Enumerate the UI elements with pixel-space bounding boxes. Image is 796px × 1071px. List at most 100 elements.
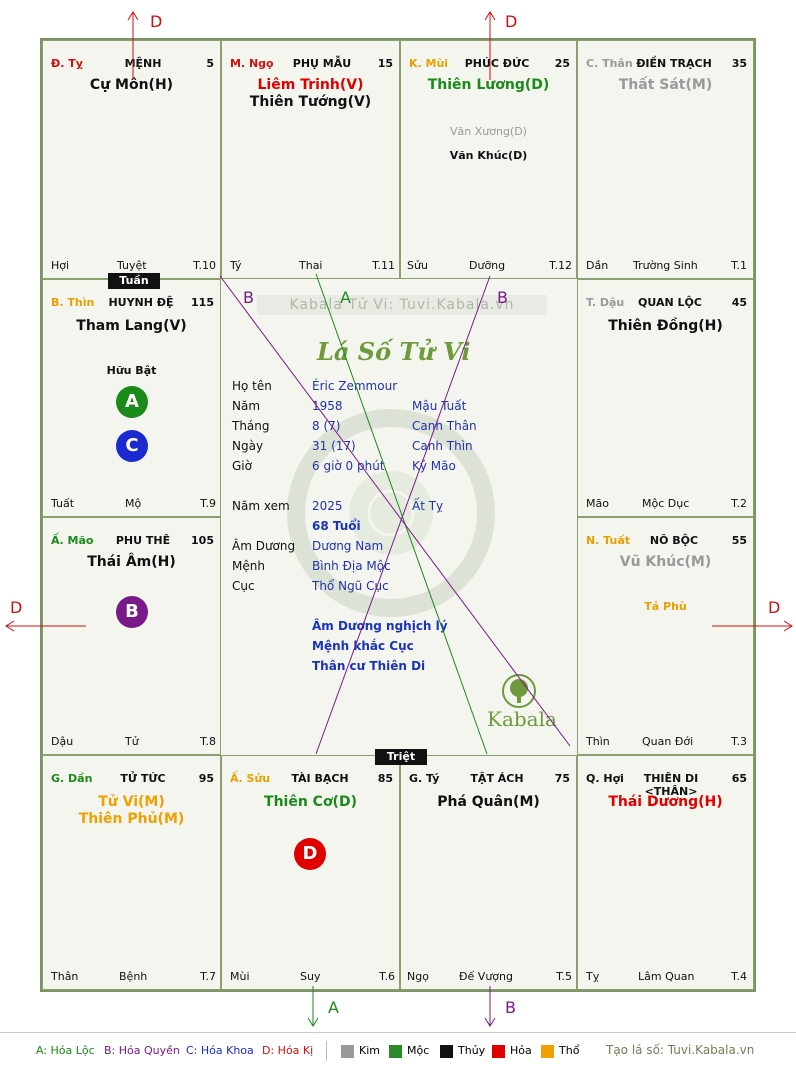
main-star: Tham Lang(V) [76,318,187,334]
element-swatch-kim [341,1045,354,1058]
element-swatch-hoa [492,1045,505,1058]
value-am-duong: Dương Nam [312,539,384,553]
label-ho-ten: Họ tên [232,379,272,393]
palace-tai-bach: Ấ. Sửu TÀI BẠCH 85 Thiên Cơ(D) D Mùi Suy… [221,755,400,990]
site-link[interactable]: Tạo lá số: Tuvi.Kabala.vn [606,1043,755,1057]
palace-month: T.6 [379,970,395,983]
value-nam-xem-can: Ất Tỵ [412,499,444,513]
palace-month: T.9 [200,497,216,510]
palace-no-boc: N. Tuất NÔ BỘC 55 Vũ Khúc(M) Tả Phù Thìn… [577,517,754,755]
palace-phuc-duc: K. Mùi PHÚC ĐỨC 25 Thiên Lương(D) Văn Xư… [400,40,577,279]
element-swatch-thuy [440,1045,453,1058]
palace-number: 5 [206,57,214,70]
palace-can: T. Dậu [586,296,625,309]
legend-bar: A: Hóa Lộc B: Hóa Quyền C: Hóa Khoa D: H… [0,1032,796,1071]
palace-name: QUAN LỘC [638,296,702,309]
badge-hoa-quyen: B [116,596,148,628]
line-label-a: A [340,288,351,307]
minor-star: Hữu Bật [106,364,157,377]
main-star: Thất Sát(M) [618,77,713,93]
palace-number: 65 [731,772,747,785]
main-star: Thiên Tướng(V) [249,94,372,110]
value-nam: 1958 [312,399,343,413]
value-tuoi: 68 Tuổi [312,519,361,533]
palace-name: HUYNH ĐỆ [108,296,174,309]
palace-name: MỆNH [124,57,162,70]
palace-can: C. Thân [586,57,633,70]
legend-hoa-ki: D: Hóa Kị [262,1044,314,1057]
palace-can: K. Mùi [409,57,449,70]
value-nam-xem: 2025 [312,499,343,513]
palace-month: T.3 [731,735,747,748]
chart-title: Lá Số Tử Vi [317,337,471,366]
palace-branch: Ngọ [407,970,429,983]
palace-name: PHU THÊ [115,534,171,547]
palace-number: 55 [731,534,747,547]
label-menh: Mệnh [232,559,265,573]
palace-can: G. Tý [409,772,440,785]
arrow-label-a: A [328,998,339,1017]
badge-hoa-loc: A [116,386,148,418]
palace-tat-ach: G. Tý TẬT ÁCH 75 Phá Quân(M) Ngọ Đế Vượn… [400,755,577,990]
label-am-duong: Âm Dương [232,539,296,553]
palace-name: PHÚC ĐỨC [464,57,530,70]
palace-phu-the: Ấ. Mão PHU THÊ 105 Thái Âm(H) B Dậu Tử T… [42,517,221,755]
minor-star: Văn Khúc(D) [449,149,528,162]
palace-stage: Đế Vượng [459,970,513,983]
palace-quan-loc: T. Dậu QUAN LỘC 45 Thiên Đồng(H) Mão Mộc… [577,279,754,517]
palace-month: T.8 [200,735,216,748]
palace-number: 15 [377,57,393,70]
palace-stage: Dưỡng [469,259,506,272]
line-label-b: B [497,288,508,307]
legend-hoa-quyen: B: Hóa Quyền [104,1044,180,1057]
palace-stage: Quan Đới [642,735,694,748]
palace-branch: Mùi [230,970,250,983]
palace-number: 35 [731,57,747,70]
label-nam: Năm [232,399,261,413]
palace-number: 75 [554,772,570,785]
palace-huynh-de: B. Thìn HUYNH ĐỆ 115 Tham Lang(V) Hữu Bậ… [42,279,221,517]
palace-name: TÀI BẠCH [291,772,349,785]
arrow-label-d: D [10,598,23,617]
label-thang: Tháng [232,419,270,433]
minor-star: Văn Xương(D) [450,125,527,138]
palace-stage: Tử [125,735,139,748]
palace-menh: Đ. Tỵ MỆNH 5 Cự Môn(H) Hợi Tuyệt T.10 [42,40,221,279]
main-star: Tử Vi(M) [98,794,165,810]
arrow-label-d: D [150,12,163,31]
palace-branch: Mão [586,497,609,510]
legend-hoa: Hỏa [510,1044,532,1057]
palace-branch: Hợi [51,259,70,272]
main-star: Thiên Cơ(D) [264,794,357,810]
palace-can: B. Thìn [51,296,95,309]
palace-month: T.12 [549,259,572,272]
legend-hoa-khoa: C: Hóa Khoa [186,1044,254,1057]
triet-tag: Triệt [375,749,427,765]
palace-stage: Trường Sinh [633,259,698,272]
palace-branch: Dần [586,259,609,272]
palace-can: N. Tuất [586,534,631,547]
label-gio: Giờ [232,459,252,473]
center-info: Kabala Tử Vi: Tuvi.Kabala.vn Lá Số Tử Vi… [221,279,577,755]
palace-name: TẬT ÁCH [470,772,524,785]
main-star: Phá Quân(M) [437,794,540,810]
brand-logo-text: Kabala [487,707,557,731]
palace-month: T.2 [731,497,747,510]
palace-tu-tuc: G. Dần TỬ TỨC 95 Tử Vi(M) Thiên Phủ(M) T… [42,755,221,990]
palace-month: T.4 [731,970,747,983]
value-ho-ten: Éric Zemmour [312,379,398,393]
value-ngay-can: Canh Thìn [412,439,473,453]
palace-stage: Mộ [125,497,142,510]
palace-branch: Thìn [586,735,610,748]
palace-number: 85 [377,772,393,785]
main-star: Thiên Phủ(M) [78,811,185,827]
minor-star: Tả Phù [644,600,687,613]
legend-thuy: Thủy [458,1044,486,1057]
palace-name: TỬ TỨC [120,772,166,785]
palace-number: 115 [191,296,214,309]
palace-dien-trach: C. Thân ĐIỀN TRẠCH 35 Thất Sát(M) Dần Tr… [577,40,754,279]
label-nam-xem: Năm xem [232,499,290,513]
tuan-tag: Tuần [108,273,160,289]
palace-can: Ấ. Mão [51,534,94,547]
legend-kim: Kim [359,1044,380,1057]
